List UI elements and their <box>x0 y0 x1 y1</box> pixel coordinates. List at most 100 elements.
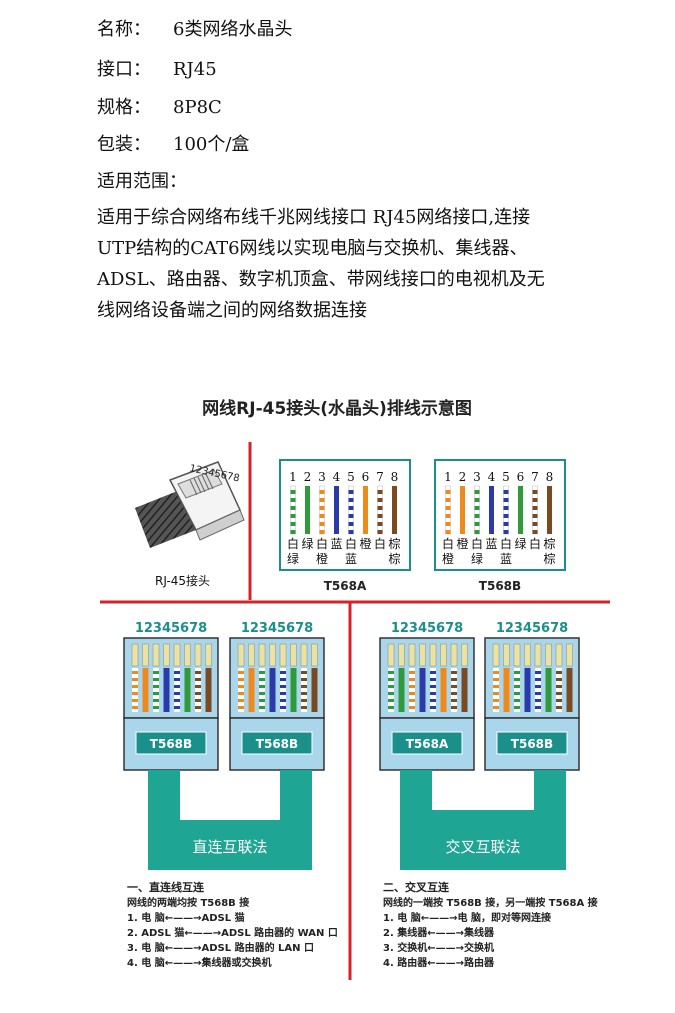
wire-color-label: 橙 <box>359 536 371 551</box>
plug-wire-stripe <box>514 706 520 709</box>
plug-wire-stripe <box>132 699 138 702</box>
wire-stripe-segment <box>377 490 383 494</box>
wire-color-label: 蓝 <box>485 537 497 551</box>
plug-wire-stripe <box>493 678 499 681</box>
plug-wire <box>493 668 499 712</box>
wire-stripe-segment <box>377 522 383 526</box>
plug-wire-stripe <box>280 671 286 674</box>
plug-body <box>123 637 219 719</box>
note-line: 3. 电 脑←——→ADSL 路由器的 LAN 口 <box>127 941 314 954</box>
pin-number: 1 <box>289 470 297 484</box>
plug-wire-stripe <box>174 671 180 674</box>
wire-stripe-segment <box>474 514 480 518</box>
note-line: 网线的一端按 T568B 接，另一端按 T568A 接 <box>383 896 598 909</box>
plug-wire-stripe <box>153 678 159 681</box>
wire-stripe-segment <box>532 498 538 502</box>
plug-wire <box>163 668 170 712</box>
plug-wire-stripe <box>556 678 562 681</box>
note-line: 1. 电 脑←——→ADSL 猫 <box>127 911 245 924</box>
plug-contact <box>408 643 416 667</box>
plug-wire <box>409 668 415 712</box>
wire-stripe-segment <box>503 514 509 518</box>
plug-wire-stripe <box>556 692 562 695</box>
wire-stripe-segment <box>348 506 354 510</box>
plug-wire <box>280 668 286 712</box>
plug-body <box>229 637 325 719</box>
wire-stripe-segment <box>532 490 538 494</box>
plug-wire-stripe <box>153 671 159 674</box>
wire-color-label: 橙 <box>316 551 328 566</box>
pin-number: 1 <box>444 470 452 484</box>
plug-standard-label: T568B <box>150 737 192 751</box>
plug-wire-stripe <box>259 699 265 702</box>
plug-wire-stripe <box>132 685 138 688</box>
separator-lines <box>100 442 610 980</box>
plug-contact <box>258 643 266 667</box>
plug-wire <box>248 668 255 712</box>
wire-color-label: 绿 <box>287 551 299 566</box>
cross-cable: 交叉互联法 <box>400 770 566 870</box>
plug-wire-stripe <box>556 699 562 702</box>
plug-wire <box>142 668 149 712</box>
wire-stripe-segment <box>290 506 296 510</box>
plug-wire <box>556 668 562 712</box>
wire-solid <box>363 486 368 534</box>
pin-number: 2 <box>459 470 467 484</box>
plug-contact <box>555 643 563 667</box>
plug-contact <box>269 643 276 667</box>
wire-stripe-segment <box>290 498 296 502</box>
plug-wire-stripe <box>174 706 180 709</box>
plug-wire <box>205 668 212 712</box>
plug-contact <box>300 643 308 667</box>
plug-wire-stripe <box>259 692 265 695</box>
plug-wire-stripe <box>388 699 394 702</box>
plug-wire-stripe <box>259 706 265 709</box>
usage-description: 适用于综合网络布线千兆网线接口 RJ45网络接口,连接 UTP结构的CAT6网线… <box>97 202 637 326</box>
wire-stripe-segment <box>532 522 538 526</box>
pin-number: 4 <box>488 470 496 484</box>
plug-wire-stripe <box>430 671 436 674</box>
plug-contact <box>419 643 426 667</box>
plug-wire <box>153 668 159 712</box>
plug-contact <box>279 643 287 667</box>
wire-stripe-segment <box>474 522 480 526</box>
pin-number: 3 <box>473 470 481 484</box>
pin-number: 5 <box>347 470 355 484</box>
wire-solid <box>518 486 523 534</box>
plug-wire-stripe <box>195 706 201 709</box>
plug-wire <box>461 668 468 712</box>
plug-wire-stripe <box>451 692 457 695</box>
pin-number: 7 <box>531 470 539 484</box>
plug-wire-stripe <box>132 678 138 681</box>
wire-color-label: 橙 <box>456 536 468 551</box>
plug-wire-stripe <box>238 706 244 709</box>
plug-wire <box>514 668 520 712</box>
description-line: 适用于综合网络布线千兆网线接口 RJ45网络接口,连接 <box>97 207 531 228</box>
plug-contact <box>142 643 149 667</box>
plug-wire-stripe <box>301 699 307 702</box>
plug-wire-stripe <box>388 692 394 695</box>
plug-pin-numbers: 12345678 <box>391 621 463 636</box>
plug-wire <box>524 668 531 712</box>
plug-wire-stripe <box>280 706 286 709</box>
plug-wire-stripe <box>153 685 159 688</box>
plug-contact <box>513 643 521 667</box>
plug-wire-stripe <box>153 706 159 709</box>
wire-stripe-segment <box>474 506 480 510</box>
plug-contact <box>450 643 458 667</box>
wire-color-label: 蓝 <box>500 552 512 566</box>
plug-wire-stripe <box>132 671 138 674</box>
plug-wire-stripe <box>514 671 520 674</box>
note-line: 2. ADSL 猫←——→ADSL 路由器的 WAN 口 <box>127 926 338 939</box>
wire-stripe-segment <box>377 530 383 534</box>
plug-contact <box>524 643 531 667</box>
wire-color-label: 白 <box>471 536 483 551</box>
wire-color-label: 棕 <box>543 551 555 566</box>
plug-contact <box>440 643 447 667</box>
plug-wire <box>440 668 447 712</box>
wire-stripe-segment <box>348 522 354 526</box>
spec-interface: 接口：RJ45 <box>97 59 217 80</box>
wire-color-label: 棕 <box>388 536 400 551</box>
wire-color-label: 白 <box>287 536 299 551</box>
